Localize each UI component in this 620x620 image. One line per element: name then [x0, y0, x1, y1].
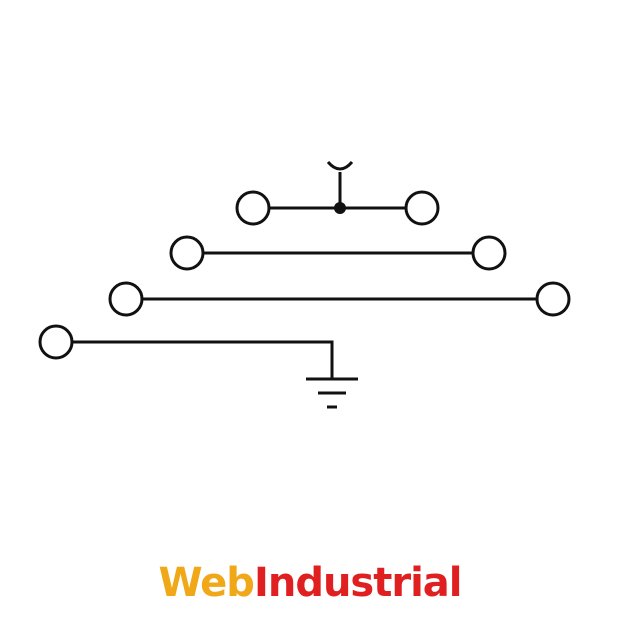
junction-dot: [334, 202, 346, 214]
tee-connector-icon: [326, 160, 354, 208]
level-3-left-terminal: [108, 281, 144, 317]
level-1-right-terminal: [404, 190, 440, 226]
webindustrial-logo: WebIndustrial: [0, 561, 620, 605]
level-2-left-terminal: [169, 235, 205, 271]
logo-part-industrial: Industrial: [253, 560, 463, 606]
ground-icon: [306, 377, 358, 409]
level-3-right-terminal: [535, 281, 571, 317]
level-3-bridge: [108, 281, 571, 317]
level-2-right-terminal: [471, 235, 507, 271]
level-1-left-terminal: [235, 190, 271, 226]
level-4-ground-connection: [38, 324, 358, 409]
level-4-wire: [73, 340, 334, 379]
level-1-bridge: [235, 160, 440, 226]
level-4-left-terminal: [38, 324, 74, 360]
level-2-bridge: [169, 235, 507, 271]
logo-part-web: Web: [158, 560, 254, 606]
